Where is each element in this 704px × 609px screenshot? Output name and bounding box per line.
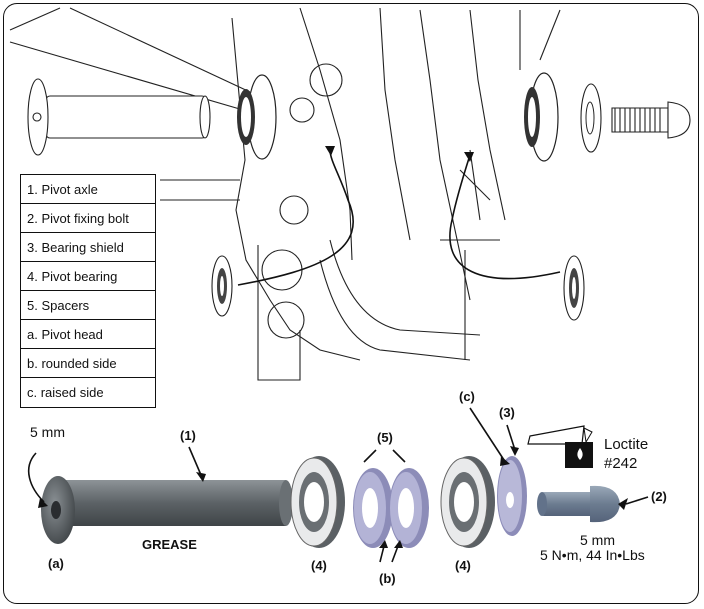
- legend-row: b. rounded side: [21, 349, 155, 378]
- spacers-part: [353, 468, 429, 548]
- bearing-shield-part: [497, 456, 527, 536]
- pivot-axle-part: [41, 476, 293, 544]
- callout-rounded-side: (b): [379, 571, 396, 586]
- callout-bearing-right: (4): [455, 558, 471, 573]
- loctite-label-line1: Loctite: [604, 436, 649, 453]
- torque-spec-label: 5 N•m, 44 In•Lbs: [540, 547, 645, 563]
- pivot-bolt-part: [537, 485, 620, 523]
- callout-axle: (1): [180, 428, 196, 443]
- top-curved-arrows: [237, 149, 561, 286]
- right-bearing-part: [440, 456, 495, 548]
- left-bearing-part: [290, 456, 345, 548]
- axle-line-art: [27, 78, 211, 156]
- callout-raised-side: (c): [459, 389, 475, 404]
- callout-pivot-head: (a): [48, 556, 64, 571]
- callout-bearing-left: (4): [311, 558, 327, 573]
- callout-spacers: (5): [377, 430, 393, 445]
- frame-line-art: [9, 7, 561, 381]
- legend-row: 4. Pivot bearing: [21, 262, 155, 291]
- legend-row: 1. Pivot axle: [21, 175, 155, 204]
- top-spacers-line-art: [211, 255, 585, 321]
- loctite-bottle-icon: [527, 425, 593, 468]
- legend-row: c. raised side: [27, 385, 104, 400]
- callout-bolt: (2): [651, 489, 667, 504]
- legend-row: 2. Pivot fixing bolt: [21, 204, 155, 233]
- five-mm-label-left: 5 mm: [30, 424, 65, 440]
- legend-row: 5. Spacers: [21, 291, 155, 320]
- grease-label: GREASE: [142, 537, 197, 552]
- loctite-label-line2: #242: [604, 455, 638, 472]
- bottom-arrows: [27, 407, 649, 563]
- legend-row: a. Pivot head: [21, 320, 155, 349]
- callout-shield: (3): [499, 405, 515, 420]
- legend-row: 3. Bearing shield: [21, 233, 155, 262]
- five-mm-label-right: 5 mm: [580, 532, 615, 548]
- top-bearings-line-art: [237, 72, 602, 162]
- bolt-line-art: [611, 101, 691, 139]
